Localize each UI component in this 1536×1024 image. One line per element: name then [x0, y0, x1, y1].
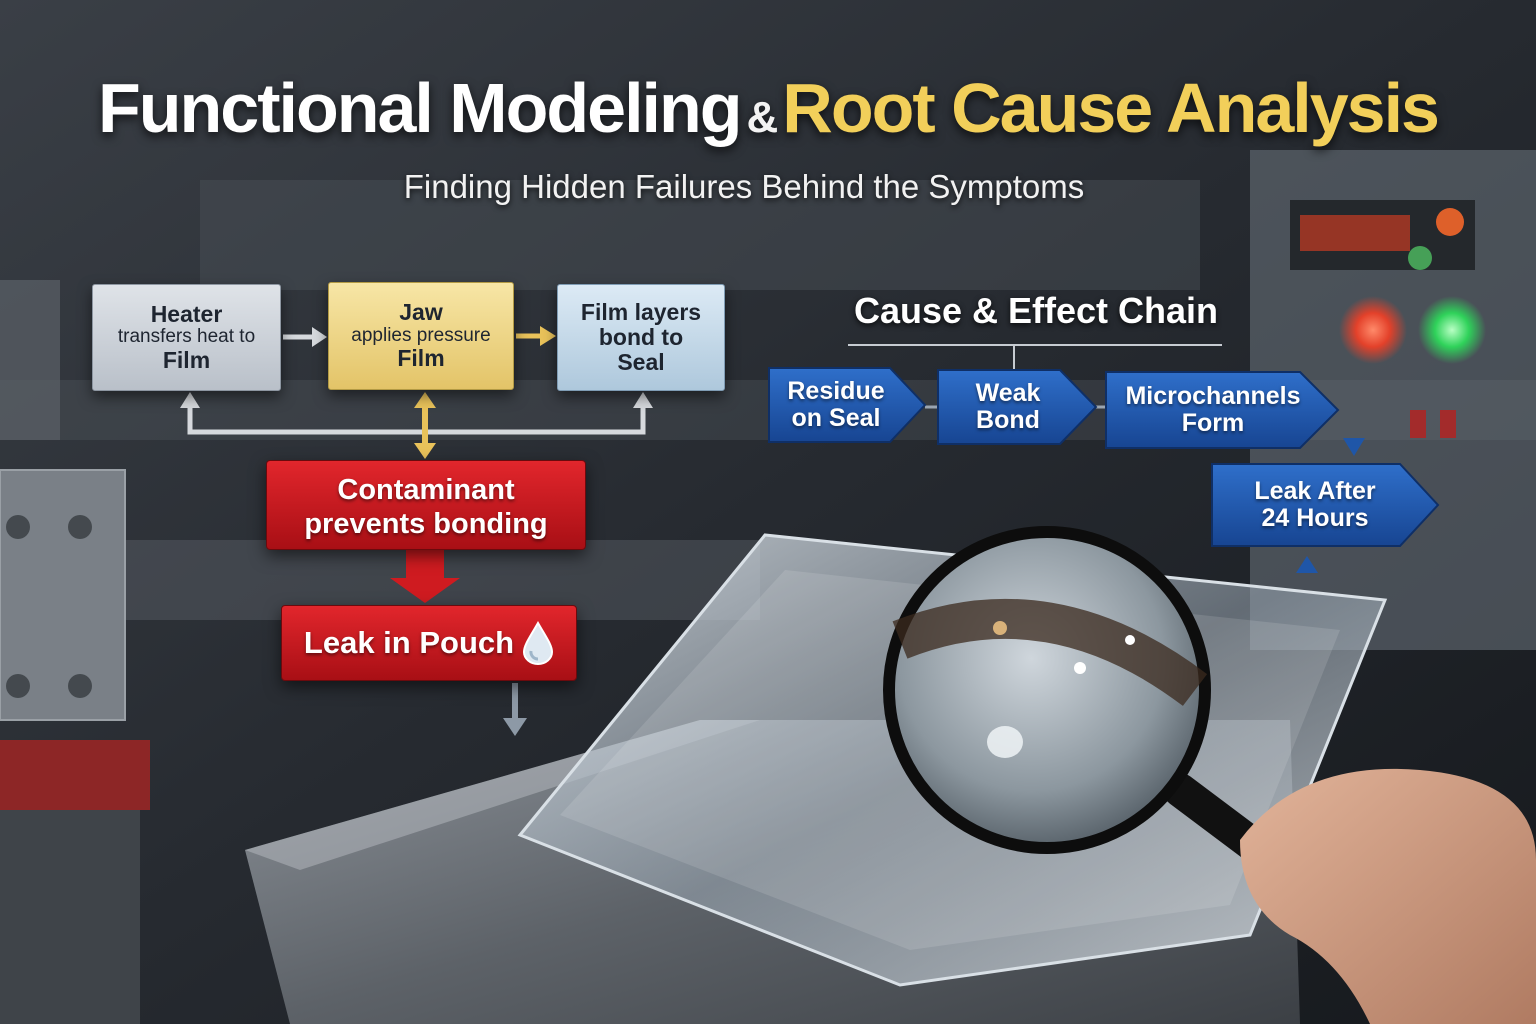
heater-action: transfers heat to	[117, 326, 256, 348]
chain-step-weak-bond-shape	[937, 369, 1098, 445]
leak-in-pouch-box: Leak in Pouch	[281, 605, 577, 681]
jaw-object: Film	[397, 345, 445, 372]
heater-function-box: Heater transfers heat to Film	[92, 284, 281, 391]
chain-step-residue-line2: on Seal	[791, 404, 881, 432]
film-line3: Seal	[617, 349, 665, 376]
jaw-action: applies pressure	[351, 324, 491, 346]
chain-step-microchannels-shape	[1105, 371, 1340, 449]
contaminant-line2: prevents bonding	[304, 508, 548, 540]
heater-label: Heater	[150, 300, 223, 327]
leak-label: Leak in Pouch	[303, 625, 515, 660]
chain-step-residue-shape	[768, 367, 927, 443]
title-ampersand: &	[746, 93, 778, 142]
chain-step-residue-line1: Residue	[787, 376, 885, 405]
jaw-label: Jaw	[399, 299, 443, 326]
film-function-box: Film layers bond to Seal	[557, 284, 725, 391]
chain-step-leak-shape	[1211, 463, 1440, 547]
cause-effect-title: Cause & Effect Chain	[853, 290, 1219, 331]
main-title: Functional Modeling&Root Cause Analysis	[0, 68, 1536, 148]
chain-step-leak-line2: 24 Hours	[1261, 504, 1369, 532]
contaminant-line1: Contaminant	[337, 474, 515, 506]
chain-step-microchannels-line2: Form	[1181, 409, 1245, 437]
jaw-function-box: Jaw applies pressure Film	[328, 282, 514, 390]
title-functional-modeling: Functional Modeling	[98, 69, 742, 147]
chain-step-weak-bond-line1: Weak	[975, 378, 1041, 407]
water-drop-icon	[523, 621, 554, 665]
heater-object: Film	[162, 346, 211, 373]
film-line1: Film layers	[580, 298, 702, 325]
film-line2: bond to	[598, 323, 684, 350]
chain-step-weak-bond-line2: Bond	[976, 406, 1040, 434]
chain-step-leak-line1: Leak After	[1254, 476, 1376, 505]
subtitle: Finding Hidden Failures Behind the Sympt…	[403, 168, 1085, 205]
contaminant-box: Contaminant prevents bonding	[266, 460, 586, 550]
chain-step-microchannels-line1: Microchannels	[1125, 381, 1301, 410]
title-root-cause-analysis: Root Cause Analysis	[782, 69, 1440, 147]
